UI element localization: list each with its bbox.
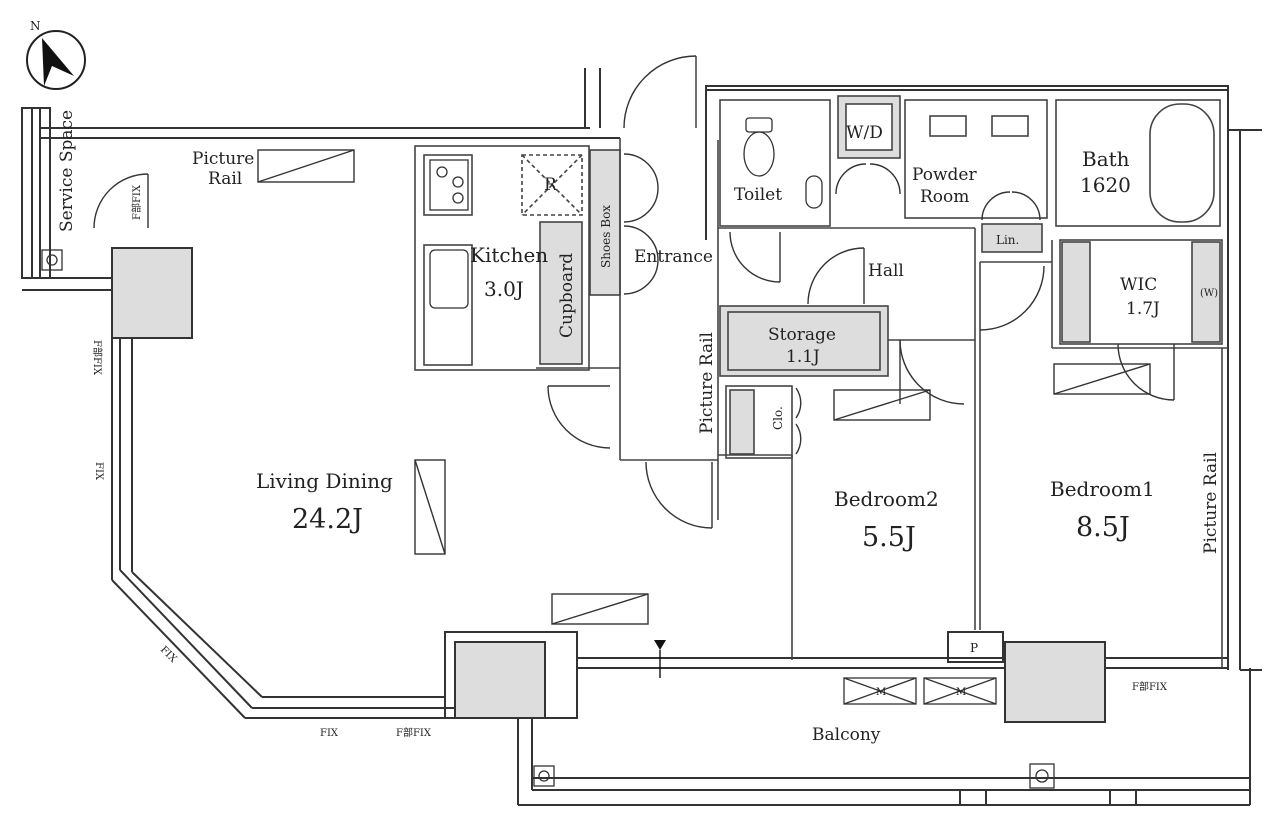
entrance-marker-icon xyxy=(654,640,666,678)
label-wic: WIC xyxy=(1120,275,1157,295)
label-living-dining: Living Dining xyxy=(256,469,393,493)
label-bath-size: 1620 xyxy=(1080,173,1131,197)
label-wd: W/D xyxy=(846,123,883,143)
label-powder-room-2: Room xyxy=(920,187,969,207)
label-storage-size: 1.1J xyxy=(786,347,820,367)
label-balcony: Balcony xyxy=(812,725,881,745)
label-ac-unit-1: M xyxy=(876,687,886,698)
label-picture-rail-bedroom1: Picture Rail xyxy=(1201,452,1221,554)
label-wic-size: 1.7J xyxy=(1126,299,1160,319)
label-powder-room-1: Powder xyxy=(912,165,977,185)
label-bedroom1-size: 8.5J xyxy=(1076,512,1130,543)
label-cupboard: Cupboard xyxy=(557,253,577,338)
label-bedroom2: Bedroom2 xyxy=(834,487,939,511)
label-kitchen: Kitchen xyxy=(470,243,548,267)
stove-icon xyxy=(429,159,469,211)
picture-rail-marks xyxy=(257,149,1151,625)
label-shoes-box: Shoes Box xyxy=(599,205,613,268)
label-fridge: R xyxy=(544,175,558,195)
label-kitchen-size: 3.0J xyxy=(484,277,524,301)
note-fix-service: F部FIX xyxy=(130,184,143,220)
label-bedroom2-size: 5.5J xyxy=(862,522,916,553)
toilet-icon xyxy=(743,117,823,209)
label-picture-rail-entrance: Picture Rail xyxy=(697,332,717,434)
label-bedroom1: Bedroom1 xyxy=(1050,477,1155,501)
label-living-dining-size: 24.2J xyxy=(292,504,363,535)
note-fix-bottom-lower: F部FIX xyxy=(396,726,432,739)
label-storage: Storage xyxy=(768,325,836,345)
compass-north-label: N xyxy=(30,19,41,33)
note-fix-right: F部FIX xyxy=(1132,680,1168,693)
sink-icon xyxy=(429,249,469,309)
label-ac-unit-2: M xyxy=(956,687,966,698)
label-bath: Bath xyxy=(1082,147,1130,171)
door-swings xyxy=(93,55,1175,529)
label-lin: Lin. xyxy=(996,233,1019,247)
drain-icon xyxy=(41,249,1055,789)
note-fix-left-upper: F部FIX xyxy=(91,340,104,376)
label-picture-rail-ld-2: Rail xyxy=(208,169,242,189)
label-wic-small: (W) xyxy=(1200,288,1218,299)
north-compass-icon: N xyxy=(26,19,86,90)
ac-units xyxy=(843,677,997,705)
label-picture-rail-ld-1: Picture xyxy=(192,149,254,169)
label-pipe-space: P xyxy=(970,641,978,655)
label-toilet: Toilet xyxy=(734,185,782,205)
label-clo: Clo. xyxy=(771,406,785,430)
label-entrance: Entrance xyxy=(634,247,713,267)
label-hall: Hall xyxy=(868,261,904,281)
exterior-walls xyxy=(21,68,1262,806)
note-fix-left-mid: FIX xyxy=(93,462,104,481)
note-fix-bottom: FIX xyxy=(320,728,339,739)
interior-walls xyxy=(414,95,1228,668)
label-service-space: Service Space xyxy=(57,110,77,232)
